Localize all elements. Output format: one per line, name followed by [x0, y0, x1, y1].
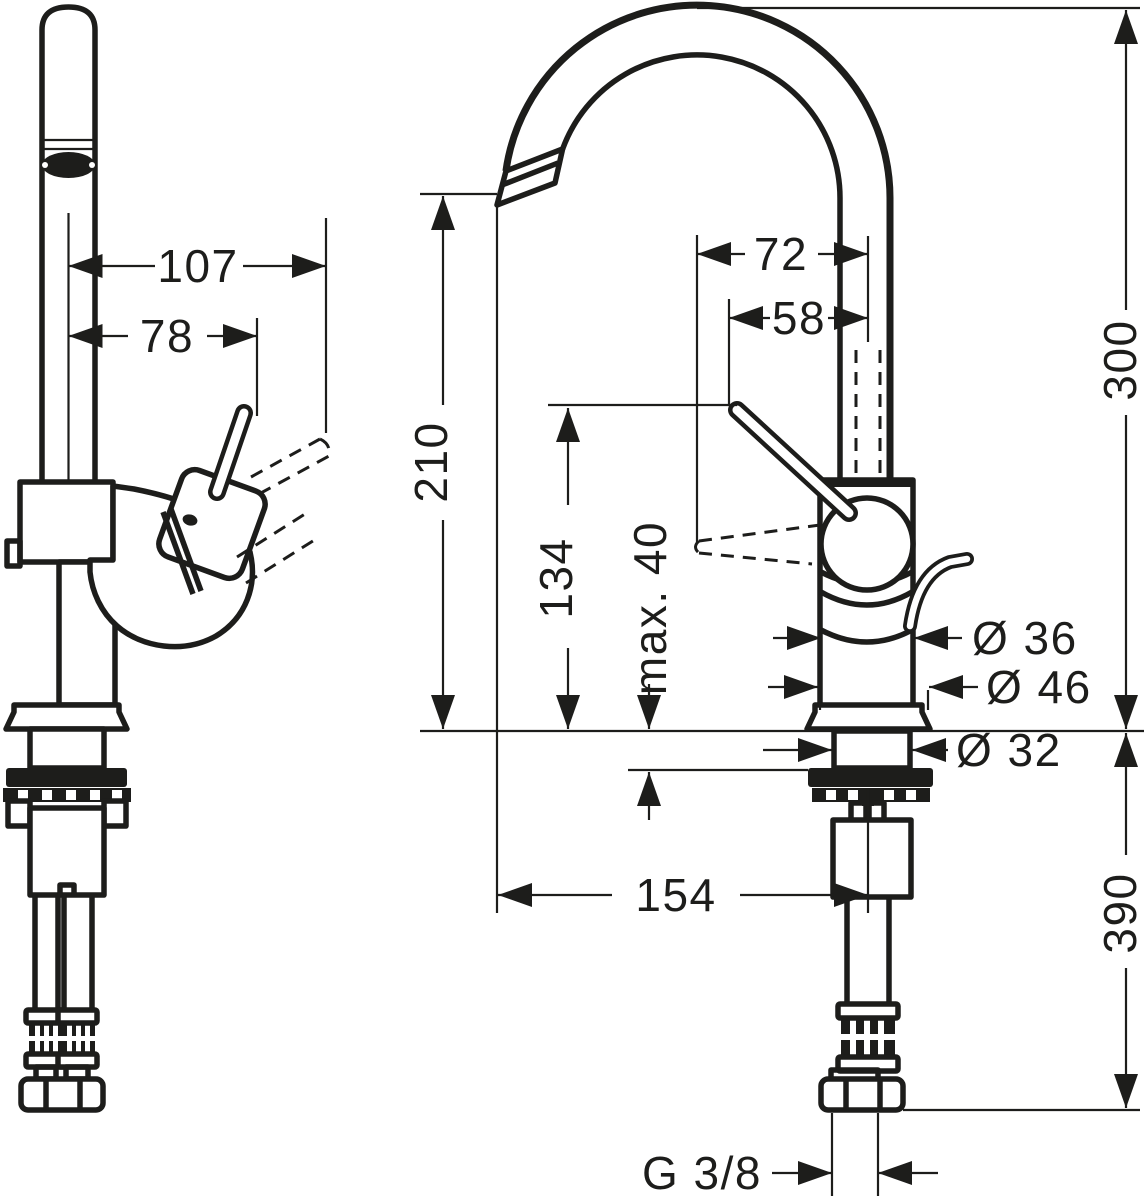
base-flange — [3, 702, 130, 732]
mounting-stack-front — [804, 702, 933, 900]
hose-crimp-front — [835, 1001, 901, 1074]
dimension-390: 390 — [1094, 733, 1144, 1108]
dim-dia36-label: Ø 36 — [972, 612, 1078, 664]
gasket — [6, 768, 127, 787]
dimension-dia46: Ø 46 — [768, 661, 1092, 713]
aerator-band — [42, 152, 95, 178]
dim-390-label: 390 — [1094, 872, 1144, 953]
mounting-block-front — [830, 817, 914, 900]
dim-dia32-label: Ø 32 — [956, 724, 1062, 776]
spout-arc — [494, 1, 894, 481]
faucet-body-side — [4, 466, 268, 708]
dimension-134: 134 — [530, 408, 582, 729]
dim-107-label: 107 — [157, 240, 238, 292]
dimension-210: 210 — [405, 196, 457, 729]
faucet-body-front — [817, 477, 916, 715]
dimension-78: 78 — [68, 310, 259, 416]
dim-78-label: 78 — [140, 310, 194, 362]
dimension-max40: max. 40 — [624, 521, 676, 820]
supply-hoses-side — [18, 895, 106, 1113]
pull-rod — [903, 552, 974, 633]
clamp-lug-right — [101, 798, 129, 829]
clamp-lug-left — [5, 798, 33, 829]
handle-lever-front-dashed — [694, 523, 821, 566]
hose-nut-side — [18, 1076, 106, 1113]
dimension-g38: G 3/8 — [642, 1113, 938, 1199]
handle-lever-side — [208, 404, 253, 501]
hose-nut-front — [818, 1076, 906, 1113]
cartridge-dome — [818, 495, 916, 593]
shank — [27, 726, 107, 771]
dimension-154: 154 — [498, 869, 868, 921]
dimension-dia32: Ø 32 — [763, 724, 1062, 776]
gasket-front — [808, 768, 933, 787]
mounting-plate — [3, 788, 131, 802]
mounting-plate-front — [812, 788, 930, 802]
dim-dia46-label: Ø 46 — [986, 661, 1092, 713]
front-view: 72 58 300 390 210 — [405, 1, 1144, 1199]
dimension-72: 72 — [695, 228, 870, 543]
dim-210-label: 210 — [405, 421, 457, 502]
dim-max40-label: max. 40 — [624, 521, 676, 695]
spout-column — [39, 4, 98, 482]
dimension-dia36: Ø 36 — [773, 612, 1078, 664]
supply-hose-front — [818, 897, 906, 1113]
mounting-stack-side — [3, 702, 131, 898]
side-tab — [4, 538, 23, 569]
dimension-300: 300 — [1094, 10, 1144, 729]
set-screw-dot — [182, 514, 198, 526]
dim-134-label: 134 — [530, 537, 582, 618]
handle-lever-side-dashed — [236, 437, 331, 585]
dimension-58: 58 — [727, 292, 868, 404]
handle-lever-front — [728, 401, 858, 522]
shank-front — [831, 728, 913, 771]
side-view: 107 78 — [3, 4, 331, 1113]
dim-g38-label: G 3/8 — [642, 1147, 762, 1199]
mounting-block — [27, 805, 107, 898]
hose-crimp-right — [55, 1007, 100, 1070]
dim-58-label: 58 — [772, 292, 826, 344]
dim-154-label: 154 — [635, 869, 716, 921]
dim-300-label: 300 — [1094, 319, 1144, 400]
dimension-107: 107 — [68, 218, 328, 433]
dim-72-label: 72 — [754, 228, 808, 280]
base-flange-front — [804, 702, 933, 732]
